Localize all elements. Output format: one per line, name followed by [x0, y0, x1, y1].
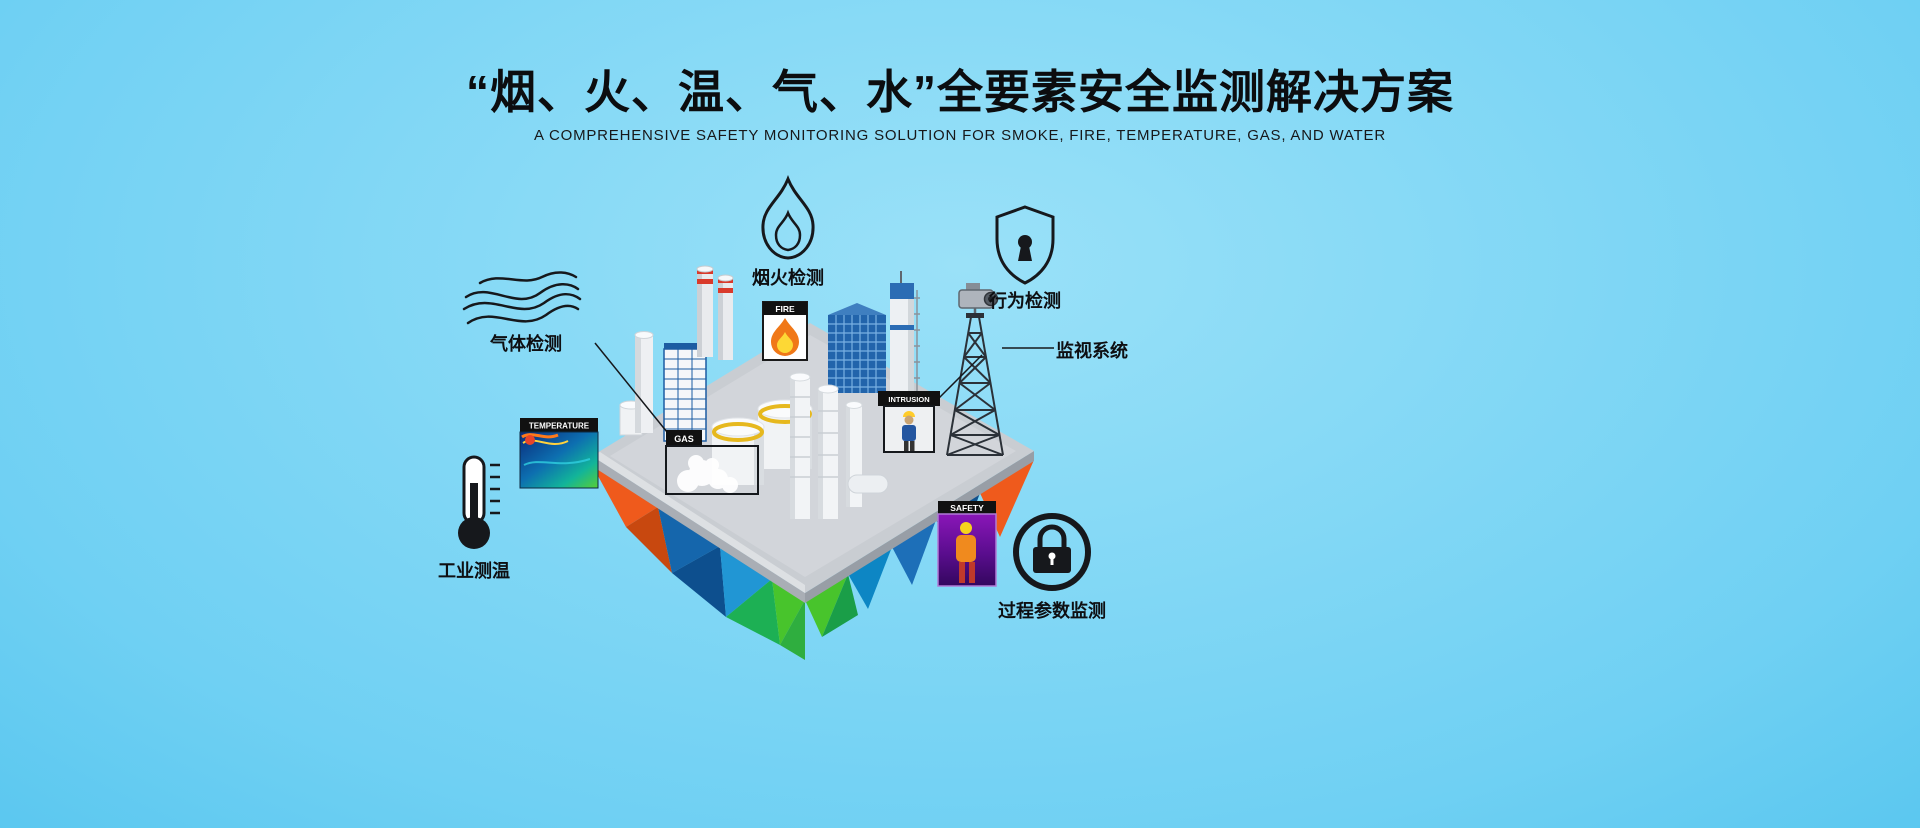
smoke-waves-icon [462, 271, 582, 325]
shield-keyhole-icon [995, 205, 1055, 285]
safety-tag-box: SAFETY [937, 501, 997, 587]
temperature-tag-box: TEMPERATURE [519, 418, 599, 489]
callout-label-process-parameter-monitoring: 过程参数监测 [998, 601, 1106, 621]
gas-smoke-puffs [677, 455, 738, 493]
callout-label-behavior-detection: 行为检测 [989, 291, 1061, 311]
callout-label-smoke-fire-detection: 烟火检测 [752, 268, 824, 288]
blue-office-building [828, 303, 886, 393]
worker-figure [902, 411, 916, 451]
intrusion-tag-label: INTRUSION [888, 395, 929, 404]
storage-tanks [711, 372, 889, 519]
callout-lines [594, 342, 1054, 433]
left-industrial-building [619, 331, 707, 442]
page-title: “烟、火、温、气、水”全要素安全监测解决方案 [466, 66, 1454, 118]
thermometer-icon [458, 455, 500, 549]
striped-chimneys [696, 265, 734, 360]
callout-label-gas-detection: 气体检测 [490, 334, 562, 354]
fire-tag-label: FIRE [775, 304, 795, 314]
intrusion-tag-box: INTRUSION [878, 391, 940, 453]
gas-tag-box: GAS [665, 430, 759, 495]
temperature-tag-label: TEMPERATURE [529, 422, 590, 431]
callout-label-surveillance-system: 监视系统 [1056, 341, 1128, 361]
surveillance-tower [946, 283, 1004, 456]
flame-icon [761, 174, 815, 260]
process-column-tower [890, 271, 920, 400]
thermal-person-figure [956, 522, 976, 583]
fire-tag-box: FIRE [762, 301, 808, 361]
safety-tag-label: SAFETY [950, 503, 984, 513]
page-subtitle: A COMPREHENSIVE SAFETY MONITORING SOLUTI… [534, 127, 1386, 144]
callout-label-industrial-temperature: 工业测温 [438, 561, 510, 581]
distillation-columns [789, 372, 889, 519]
isometric-plant-illustration: FIRE TEMPERATURE GAS [458, 174, 1091, 660]
cctv-camera-icon [958, 283, 999, 309]
gas-tag-label: GAS [674, 434, 694, 444]
lock-circle-icon [1013, 513, 1091, 591]
